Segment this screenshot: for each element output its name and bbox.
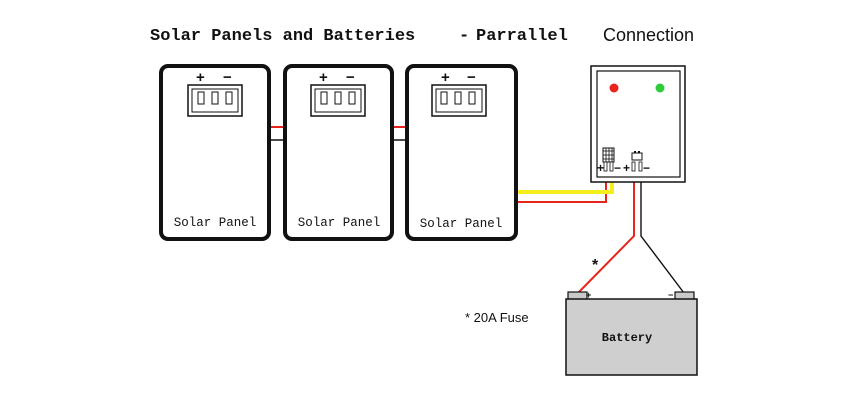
battery-positive-wire bbox=[577, 168, 635, 294]
panel-minus-sign: − bbox=[346, 69, 355, 86]
controller-input-minus: − bbox=[614, 161, 621, 175]
panel-minus-sign: − bbox=[223, 69, 232, 86]
battery-negative-wire bbox=[640, 168, 685, 294]
terminal-negative bbox=[225, 91, 233, 105]
solar-input-icon bbox=[602, 147, 615, 163]
status-led-red bbox=[609, 83, 619, 93]
controller-output-minus: − bbox=[643, 161, 650, 175]
battery-output-icon bbox=[631, 151, 643, 161]
battery-label: Battery bbox=[602, 331, 652, 345]
panel-label: Solar Panel bbox=[298, 216, 381, 230]
controller-terminal bbox=[603, 161, 608, 172]
terminal-positive bbox=[440, 91, 448, 105]
solar-panel-1: + − Solar Panel bbox=[159, 64, 271, 241]
controller-terminal bbox=[609, 161, 614, 172]
terminal-positive bbox=[320, 91, 328, 105]
battery-body bbox=[565, 298, 698, 376]
panel-minus-sign: − bbox=[467, 69, 476, 86]
status-led-green bbox=[655, 83, 665, 93]
controller-input-plus: + bbox=[597, 161, 604, 175]
panel-plus-sign: + bbox=[319, 69, 328, 86]
panel-plus-sign: + bbox=[196, 69, 205, 86]
fuse-note: * 20A Fuse bbox=[465, 310, 529, 325]
controller-terminal bbox=[638, 161, 643, 172]
battery: + − Battery bbox=[565, 290, 698, 376]
terminal-positive bbox=[197, 91, 205, 105]
fuse-marker: * bbox=[592, 257, 599, 274]
controller-terminal bbox=[631, 161, 636, 172]
terminal-diode bbox=[211, 91, 219, 105]
terminal-diode bbox=[334, 91, 342, 105]
charge-controller: + − + − bbox=[590, 65, 686, 183]
title-part-3: Connection bbox=[603, 25, 694, 45]
panel-label: Solar Panel bbox=[420, 217, 503, 231]
terminal-negative bbox=[348, 91, 356, 105]
terminal-diode bbox=[454, 91, 462, 105]
battery-plus-sign: + bbox=[586, 290, 591, 300]
controller-output-plus: + bbox=[623, 161, 630, 175]
terminal-negative bbox=[468, 91, 476, 105]
solar-panel-2: + − Solar Panel bbox=[283, 64, 394, 241]
title-dash: - bbox=[459, 27, 469, 46]
diagram-title: Solar Panels and Batteries - Parrallel C… bbox=[150, 25, 694, 46]
panel-label: Solar Panel bbox=[174, 216, 257, 230]
solar-panel-3: + − Solar Panel bbox=[405, 64, 518, 241]
panel-plus-sign: + bbox=[441, 69, 450, 86]
battery-minus-sign: − bbox=[668, 290, 673, 300]
title-part-2: Parrallel bbox=[476, 27, 568, 46]
title-part-1: Solar Panels and Batteries bbox=[150, 27, 415, 46]
